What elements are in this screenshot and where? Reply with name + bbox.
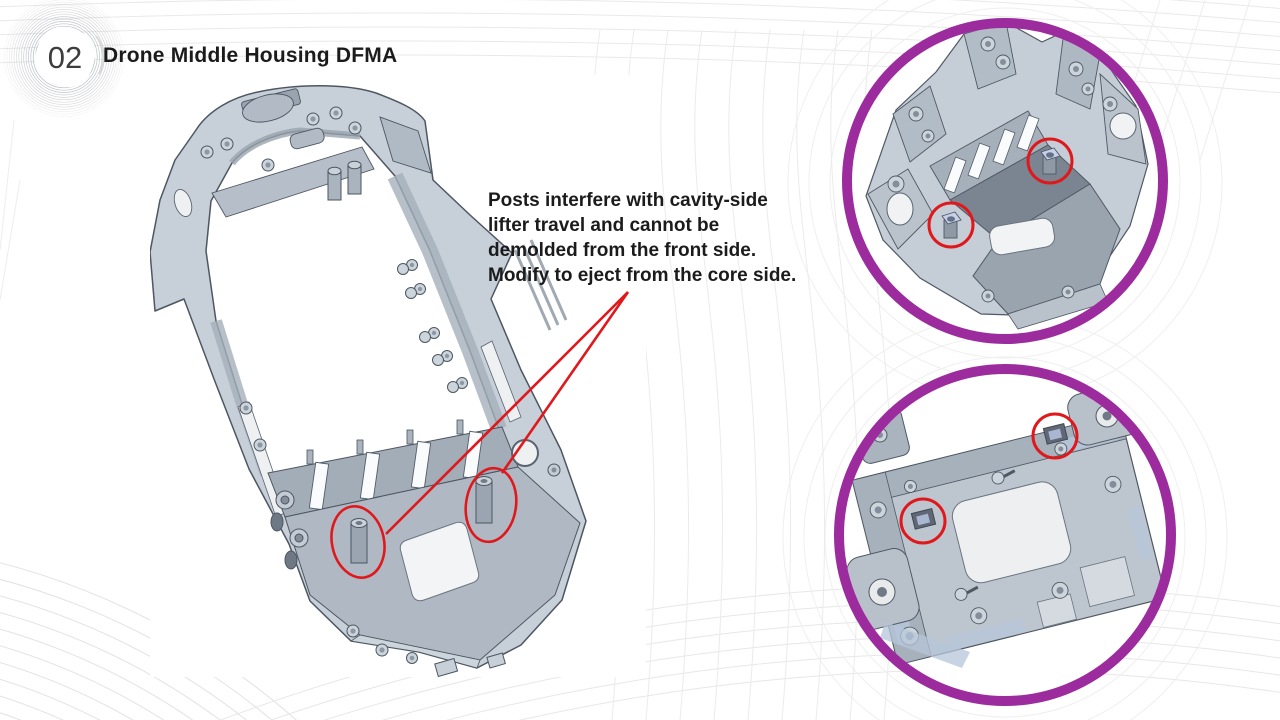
- annotation-line: demolded from the front side.: [488, 240, 757, 261]
- red-callouts: [330, 291, 630, 579]
- detail-top-content: [865, 28, 1149, 330]
- detail-circle-bottom: [834, 364, 1176, 706]
- slide-number-decoration: 02: [4, 0, 124, 117]
- rear-grille: [267, 419, 519, 518]
- slide-number: 02: [48, 40, 82, 75]
- detail-bottom-highlight-right: [1031, 412, 1079, 460]
- modified-post-clips: [941, 147, 1061, 239]
- leader-line-left: [385, 291, 629, 535]
- left-wing-bosses: [270, 490, 309, 570]
- front-structures: [211, 88, 432, 218]
- screw-bosses: [200, 106, 468, 664]
- purple-ring-bottom: [834, 364, 1176, 706]
- annotation-line: Modify to eject from the core side.: [488, 265, 797, 286]
- center-posts: [327, 160, 362, 201]
- platform-cutout: [399, 521, 480, 602]
- main-figure: [150, 85, 630, 677]
- slide-number-badge: [34, 26, 96, 88]
- detail-top-highlight-left: [927, 201, 975, 249]
- header: 02 Drone Middle Housing DFMA: [0, 0, 520, 140]
- ejection-pockets: [910, 422, 1069, 530]
- rear-feet: [434, 652, 506, 677]
- page-title: Drone Middle Housing DFMA: [103, 44, 398, 67]
- detail-top-highlight-right: [1026, 137, 1074, 185]
- annotation-text: Posts interfere with cavity-side lifter …: [488, 188, 796, 288]
- highlight-ellipse-left: [330, 505, 386, 579]
- purple-ring-top: [842, 18, 1168, 344]
- annotation-line: Posts interfere with cavity-side: [488, 190, 768, 211]
- annotation-line: lifter travel and cannot be: [488, 215, 720, 236]
- highlight-ellipse-right: [464, 466, 518, 544]
- detail-circle-top: [842, 18, 1168, 344]
- detail-bottom-content: [846, 382, 1166, 668]
- detail-bottom-highlight-left: [899, 497, 947, 545]
- leader-line-right: [500, 291, 630, 474]
- interfering-posts: [350, 476, 493, 564]
